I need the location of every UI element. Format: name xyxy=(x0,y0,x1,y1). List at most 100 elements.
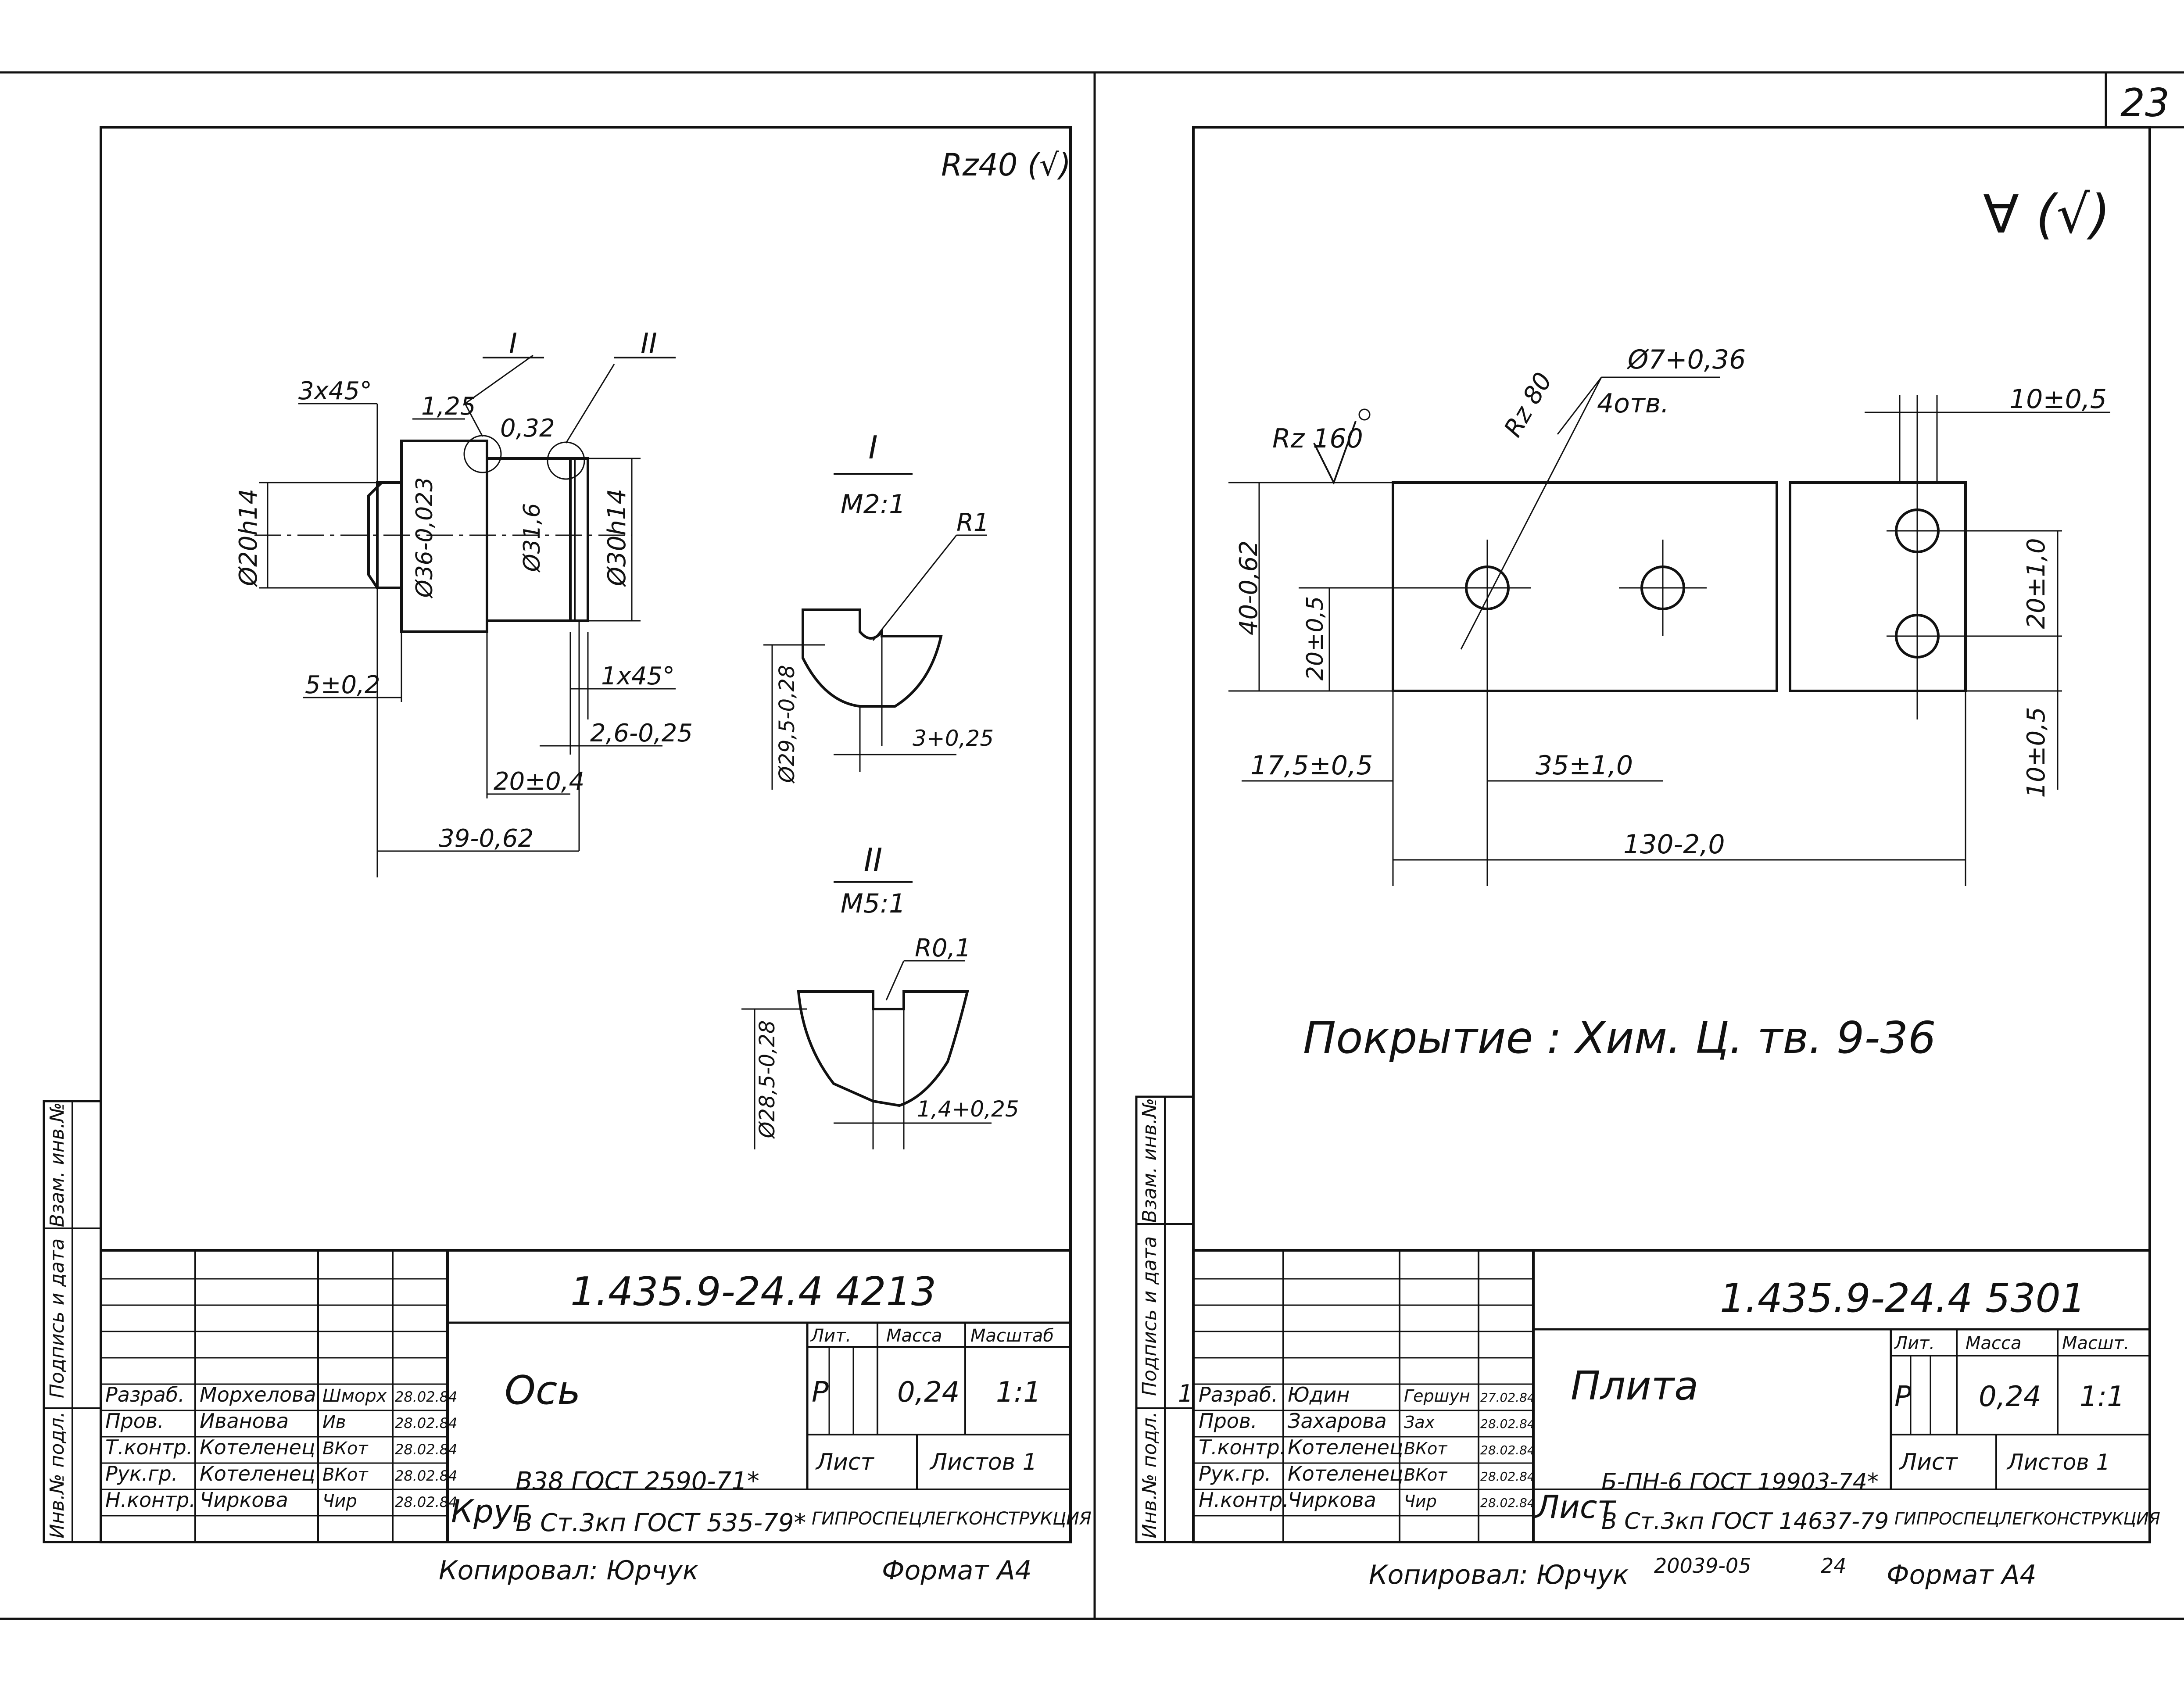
right-title-block: 1.435.9-24.4 5301 Плита Лит. Масса Масшт… xyxy=(1178,1249,2160,1543)
detail-1-dia: Ø29,5-0,28 xyxy=(775,665,799,784)
signature-4-right: ВКот xyxy=(1404,1465,1448,1485)
dim-20: 20±0,5 xyxy=(1302,596,1328,680)
dim-dia-30: Ø30h14 xyxy=(603,489,631,587)
left-sheet: Взам. инв.№ Подпись и дата Инв.№ подл. R… xyxy=(43,126,1092,1586)
date-2-right: 28.02.84 xyxy=(1480,1417,1535,1431)
right-sheet: Взам. инв.№ Подпись и дата Инв.№ подл. ∀… xyxy=(1135,126,2160,1590)
lit-header-right: Лит. xyxy=(1894,1333,1935,1353)
roughness-symbol-right: ∀ (√) xyxy=(1983,184,2110,245)
side-label-inventory-right: Инв.№ подл. xyxy=(1139,1411,1161,1539)
detail-1-scale: М2:1 xyxy=(841,489,906,520)
name-developer-right: Юдин xyxy=(1288,1383,1350,1406)
dim-10b: 10±0,5 xyxy=(2022,707,2051,798)
signature-5: Чир xyxy=(322,1491,357,1511)
material-line1: В38 ГОСТ 2590-71* xyxy=(516,1467,759,1496)
signature-2-right: Зах xyxy=(1404,1413,1435,1432)
material-prefix-right: Лист xyxy=(1534,1489,1617,1525)
mass-value-right: 0,24 xyxy=(1979,1381,2041,1413)
role-checker: Пров. xyxy=(105,1409,164,1433)
date-2: 28.02.84 xyxy=(395,1415,458,1431)
role-tech-control: Т.контр. xyxy=(105,1435,193,1459)
name-developer: Морхелова xyxy=(200,1383,316,1406)
dim-20b: 20±1,0 xyxy=(2022,538,2051,629)
lit-header: Лит. xyxy=(810,1326,851,1346)
roughness-rz80: Rz 80 xyxy=(1499,368,1558,442)
material-line1-right: Б-ПН-6 ГОСТ 19903-74* xyxy=(1601,1469,1879,1495)
role-tech-control-right: Т.контр. xyxy=(1199,1435,1286,1459)
sheets-count-right: Листов 1 xyxy=(2006,1449,2110,1475)
side-label-inventory: Инв.№ подл. xyxy=(46,1411,68,1539)
name-norm-control: Чиркова xyxy=(200,1488,288,1512)
order-number: 20039-05 xyxy=(1654,1554,1751,1578)
date-4-right: 28.02.84 xyxy=(1480,1469,1535,1484)
left-title-block: 1.435.9-24.4 4213 Ось Лит. Масса Масштаб… xyxy=(100,1249,1092,1543)
signature-3: ВКот xyxy=(322,1439,369,1459)
hole-count: 4отв. xyxy=(1597,388,1669,419)
copied-by: Копировал: Юрчук xyxy=(439,1555,698,1586)
material-line2: В Ст.3кп ГОСТ 535-79* xyxy=(516,1509,806,1537)
dim-39: 39-0,62 xyxy=(439,824,533,853)
date-3: 28.02.84 xyxy=(395,1441,458,1458)
dim-dia-31-6: Ø31,6 xyxy=(519,503,545,573)
side-label-signature: Подпись и дата xyxy=(46,1238,68,1398)
detail-2-scale: М5:1 xyxy=(841,888,906,919)
view-label-1: I xyxy=(509,328,517,360)
signature-4: ВКот xyxy=(322,1465,369,1485)
role-developer-right: Разраб. xyxy=(1199,1383,1278,1406)
lit-value-right: Р xyxy=(1894,1381,1912,1413)
dim-35: 35±1,0 xyxy=(1536,750,1633,781)
scale-header: Масштаб xyxy=(970,1326,1054,1346)
dim-10: 10±0,5 xyxy=(2009,384,2107,415)
side-label-replacement: Взам. инв.№ xyxy=(46,1102,68,1227)
dim-dia-20: Ø20h14 xyxy=(234,489,263,587)
view-label-2: II xyxy=(641,328,657,360)
scale-value: 1:1 xyxy=(996,1376,1041,1409)
page-number: 23 xyxy=(2120,80,2170,125)
organization: ГИПРОСПЕЦЛЕГКОНСТРУКЦИЯ xyxy=(812,1509,1092,1529)
right-side-strip: Взам. инв.№ Подпись и дата Инв.№ подл. xyxy=(1135,1095,1195,1543)
signature-3-right: ВКот xyxy=(1404,1439,1448,1458)
role-group-head-right: Рук.гр. xyxy=(1199,1462,1271,1485)
side-label-signature-right: Подпись и дата xyxy=(1139,1236,1161,1396)
role-norm-control: Н.контр. xyxy=(105,1488,196,1512)
dim-chamfer-right: 1x45° xyxy=(601,662,675,691)
name-checker-right: Захарова xyxy=(1288,1409,1387,1433)
date-1: 28.02.84 xyxy=(395,1389,458,1405)
mass-value: 0,24 xyxy=(897,1376,960,1409)
detail-2-width: 1,4+0,25 xyxy=(917,1096,1019,1122)
organization-right: ГИПРОСПЕЦЛЕГКОНСТРУКЦИЯ xyxy=(1894,1509,2160,1528)
lit-value: Р xyxy=(812,1376,829,1409)
format-label: Формат А4 xyxy=(882,1555,1032,1586)
document-code-right: 1.435.9-24.4 5301 xyxy=(1720,1275,2086,1321)
signature-5-right: Чир xyxy=(1404,1492,1437,1511)
role-norm-control-right: Н.контр. xyxy=(1199,1488,1289,1512)
name-tech-control: Котеленец xyxy=(200,1435,315,1459)
dim-40: 40-0,62 xyxy=(1235,540,1263,635)
dim-130: 130-2,0 xyxy=(1623,829,1725,860)
signature-1: Шморх xyxy=(322,1386,387,1406)
plate-part-drawing: 10±0,5 20±1,0 10±0,5 40-0,62 20±0,5 Rz 1… xyxy=(1228,344,2110,886)
name-group-head-right: Котеленец xyxy=(1288,1462,1403,1485)
role-checker-right: Пров. xyxy=(1199,1409,1257,1433)
dim-1-25: 1,25 xyxy=(421,392,476,421)
sheets-count: Листов 1 xyxy=(929,1449,1037,1475)
part-name: Ось xyxy=(505,1367,580,1414)
dim-chamfer-left: 3x45° xyxy=(298,377,372,405)
dim-20: 20±0,4 xyxy=(494,767,584,796)
material-prefix: Круг xyxy=(451,1493,529,1530)
date-3-right: 28.02.84 xyxy=(1480,1443,1535,1457)
side-label-replacement-right: Взам. инв.№ xyxy=(1139,1098,1161,1223)
axle-part-drawing: Ø20h14 Ø36-0,023 Ø31,6 Ø30h14 3x45° 1,25… xyxy=(234,328,693,877)
date-5: 28.02.84 xyxy=(395,1494,458,1510)
role-group-head: Рук.гр. xyxy=(105,1462,178,1485)
revision-mark: 1 xyxy=(1178,1380,1193,1407)
material-line2-right: В Ст.3кп ГОСТ 14637-79 xyxy=(1601,1508,1889,1535)
left-side-strip: Взам. инв.№ Подпись и дата Инв.№ подл. xyxy=(43,1100,102,1543)
format-label-right: Формат А4 xyxy=(1887,1560,2037,1590)
dim-5: 5±0,2 xyxy=(305,671,380,699)
signature-1-right: Гершун xyxy=(1404,1386,1470,1406)
scale-header-right: Масшт. xyxy=(2062,1333,2130,1353)
dim-dia-36: Ø36-0,023 xyxy=(412,477,438,599)
scale-value-right: 1:1 xyxy=(2080,1381,2125,1413)
signature-2: Ив xyxy=(322,1412,346,1432)
